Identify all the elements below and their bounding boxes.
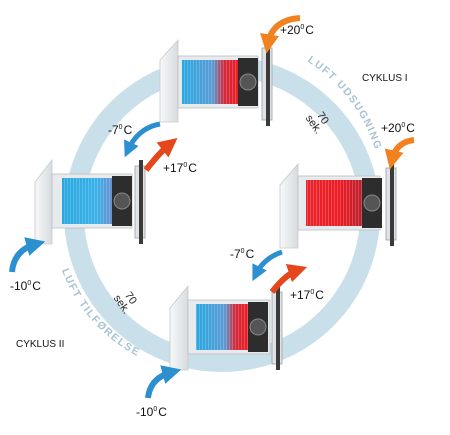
cold-air-in-arrow-left bbox=[9, 237, 46, 273]
temp-right-in: +200C bbox=[381, 121, 415, 135]
outer-cover bbox=[139, 160, 143, 244]
warm-air-in-arrow-top bbox=[260, 15, 301, 54]
fan-icon bbox=[363, 194, 381, 212]
cold-air-in-arrow-bottom bbox=[145, 365, 182, 399]
ring-direction-marker-bottom bbox=[118, 276, 130, 290]
outer-cover bbox=[266, 42, 270, 126]
wall-plate bbox=[279, 162, 299, 249]
outer-cover bbox=[390, 162, 394, 246]
temp-top-cold: -70C bbox=[108, 123, 133, 137]
fan-icon bbox=[113, 192, 131, 210]
warm-air-out-arrow-left bbox=[143, 138, 178, 172]
core-lamellas bbox=[182, 60, 238, 104]
temp-bottom-in: -100C bbox=[136, 405, 167, 419]
temp-top-in: +200C bbox=[280, 23, 314, 37]
ventilation-unit-right bbox=[279, 162, 397, 249]
warm-air-out-arrow-bottom bbox=[269, 263, 308, 294]
core-lamellas bbox=[306, 180, 362, 226]
ring-direction-marker-top bbox=[318, 137, 334, 150]
wall-plate bbox=[159, 38, 179, 123]
core-lamellas bbox=[62, 178, 112, 224]
duration-top-value: 70 bbox=[314, 110, 331, 127]
temp-left-in: -100C bbox=[10, 279, 41, 293]
fan-icon bbox=[239, 73, 257, 91]
wall-plate bbox=[34, 158, 53, 245]
wall-plate bbox=[169, 284, 189, 371]
core-lamellas bbox=[196, 304, 248, 350]
ventilation-unit-bottom bbox=[169, 284, 283, 371]
fan-icon bbox=[249, 318, 267, 336]
cold-air-out-arrow-right bbox=[252, 249, 283, 282]
cycle-1-label: CYKLUS I bbox=[362, 73, 408, 84]
ventilation-unit-top bbox=[159, 38, 273, 126]
cycle-2-label: CYKLUS II bbox=[16, 339, 64, 350]
cold-air-out-arrow-top bbox=[124, 121, 161, 158]
ventilation-unit-left bbox=[34, 158, 146, 245]
temp-right-cold: -70C bbox=[230, 247, 255, 261]
warm-air-in-arrow-right bbox=[384, 137, 415, 170]
duration-bottom-value: 70 bbox=[122, 290, 139, 307]
outer-cover bbox=[276, 286, 280, 370]
temp-left-warm: +170C bbox=[163, 161, 197, 175]
temp-bottom-warm: +170C bbox=[290, 288, 324, 302]
